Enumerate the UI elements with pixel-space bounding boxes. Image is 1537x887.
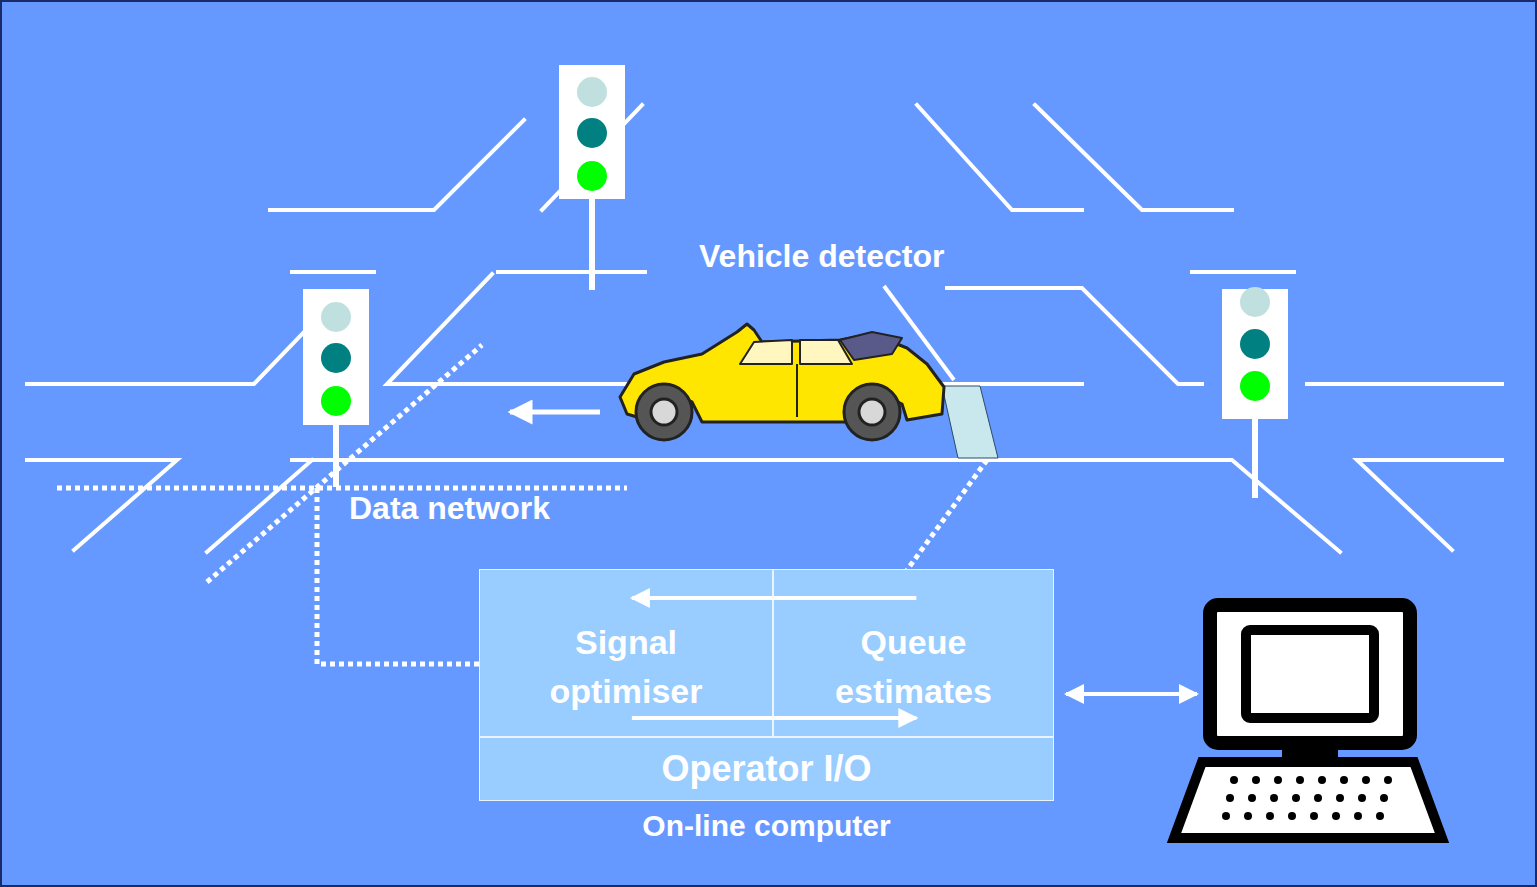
key-dot xyxy=(1248,794,1256,802)
computer-icon xyxy=(1174,605,1442,838)
key-dot xyxy=(1266,812,1274,820)
flow-arrow xyxy=(632,716,916,720)
road-lines xyxy=(27,105,1502,552)
computer-box: On-line computerSignal optimiserQueue es… xyxy=(479,569,1054,795)
key-dot xyxy=(1288,812,1296,820)
callout-label: Vehicle detector xyxy=(699,238,944,275)
traffic-light xyxy=(559,65,625,290)
key-dot xyxy=(1376,812,1384,820)
key-dot xyxy=(1314,794,1322,802)
detector-loop xyxy=(942,386,998,458)
key-dot xyxy=(1362,776,1370,784)
key-dot xyxy=(1358,794,1366,802)
key-dot xyxy=(1274,776,1282,784)
io-arrow xyxy=(1066,692,1197,696)
key-dot xyxy=(1292,794,1300,802)
traffic-light xyxy=(303,289,369,487)
io-band: Operator I/O xyxy=(479,737,1054,801)
key-dot xyxy=(1222,812,1230,820)
key-dot xyxy=(1336,794,1344,802)
box-title: On-line computer xyxy=(479,809,1054,843)
key-dot xyxy=(1310,812,1318,820)
box-label: Operator I/O xyxy=(661,743,871,795)
key-dot xyxy=(1340,776,1348,784)
key-dot xyxy=(1296,776,1304,784)
network-label: Data network xyxy=(349,490,550,527)
key-dot xyxy=(1226,794,1234,802)
process-cell: Queue estimates xyxy=(773,569,1054,737)
process-cell: Signal optimiser xyxy=(479,569,773,737)
box-label: Signal optimiser xyxy=(516,618,736,717)
key-dot xyxy=(1354,812,1362,820)
direction-arrow xyxy=(510,410,600,415)
flow-arrow xyxy=(632,596,916,600)
key-dot xyxy=(1384,776,1392,784)
traffic-light xyxy=(1222,287,1288,498)
key-dot xyxy=(1244,812,1252,820)
key-dot xyxy=(1318,776,1326,784)
box-label: Queue estimates xyxy=(804,618,1024,717)
key-dot xyxy=(1252,776,1260,784)
key-dot xyxy=(1270,794,1278,802)
key-dot xyxy=(1332,812,1340,820)
car xyxy=(620,324,944,440)
key-dot xyxy=(1380,794,1388,802)
key-dot xyxy=(1230,776,1238,784)
